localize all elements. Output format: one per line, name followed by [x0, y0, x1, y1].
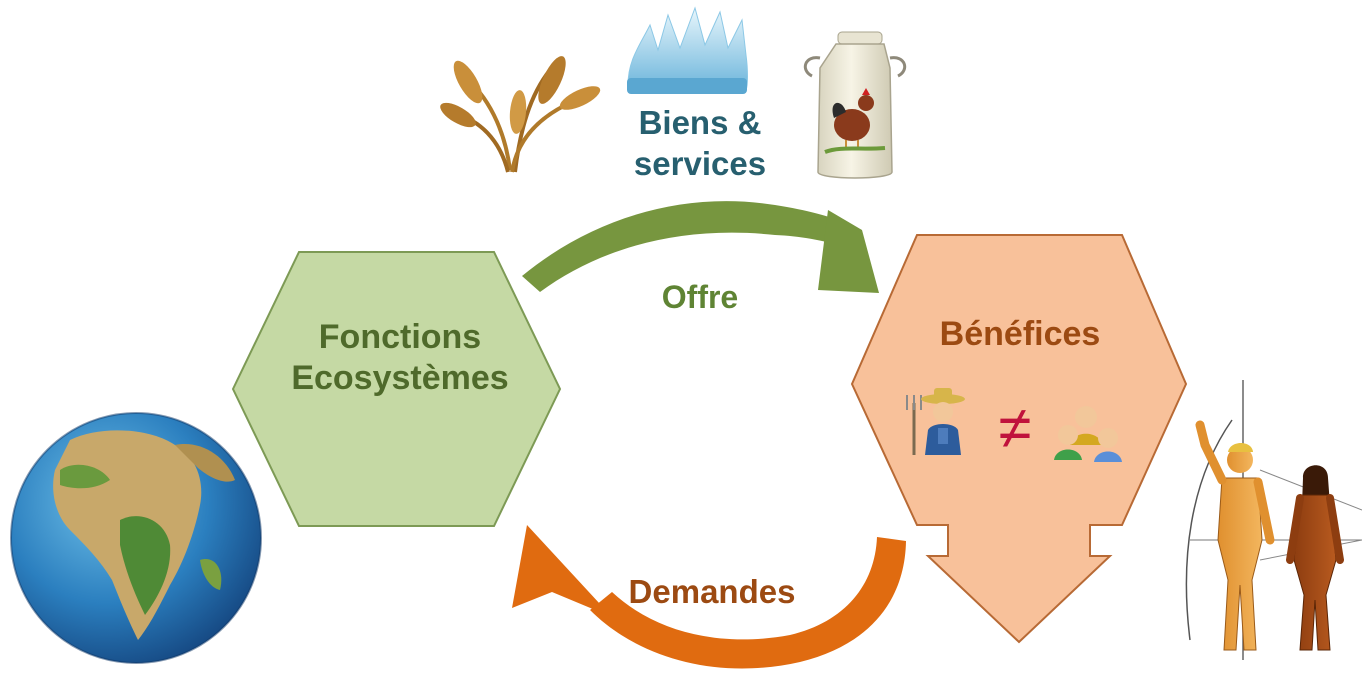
wheat-icon [440, 56, 601, 173]
demandes-label: Demandes [628, 573, 796, 610]
not-equal-symbol: ≠ [998, 394, 1032, 461]
fonctions-ecosystemes-label: Fonctions Ecosystèmes [280, 317, 520, 399]
offre-arrow-head [818, 210, 879, 293]
human-figures-icon [1185, 380, 1362, 660]
milk-can-icon [803, 31, 907, 179]
biens-services-line2: services [633, 145, 767, 183]
demandes-arrow-head [512, 525, 612, 617]
benefices-label: Bénéfices [939, 315, 1101, 353]
offre-arrow-body [522, 201, 849, 292]
farmer-icon [906, 388, 965, 455]
offre-label: Offre [661, 279, 739, 315]
earth-globe-icon [10, 412, 262, 664]
fonctions-label-line2: Ecosystèmes [291, 358, 509, 397]
group-of-people-icon [1054, 406, 1122, 462]
biens-services-line1: Biens & [638, 104, 762, 141]
water-splash-icon [627, 6, 748, 94]
demandes-arrow-body [590, 537, 906, 669]
benefices-hexagon-arrow [850, 234, 1188, 644]
fonctions-ecosystemes-hexagon [231, 251, 562, 527]
biens-services-label: Biens & services [605, 102, 795, 185]
fonctions-label-line1: Fonctions [318, 318, 482, 356]
